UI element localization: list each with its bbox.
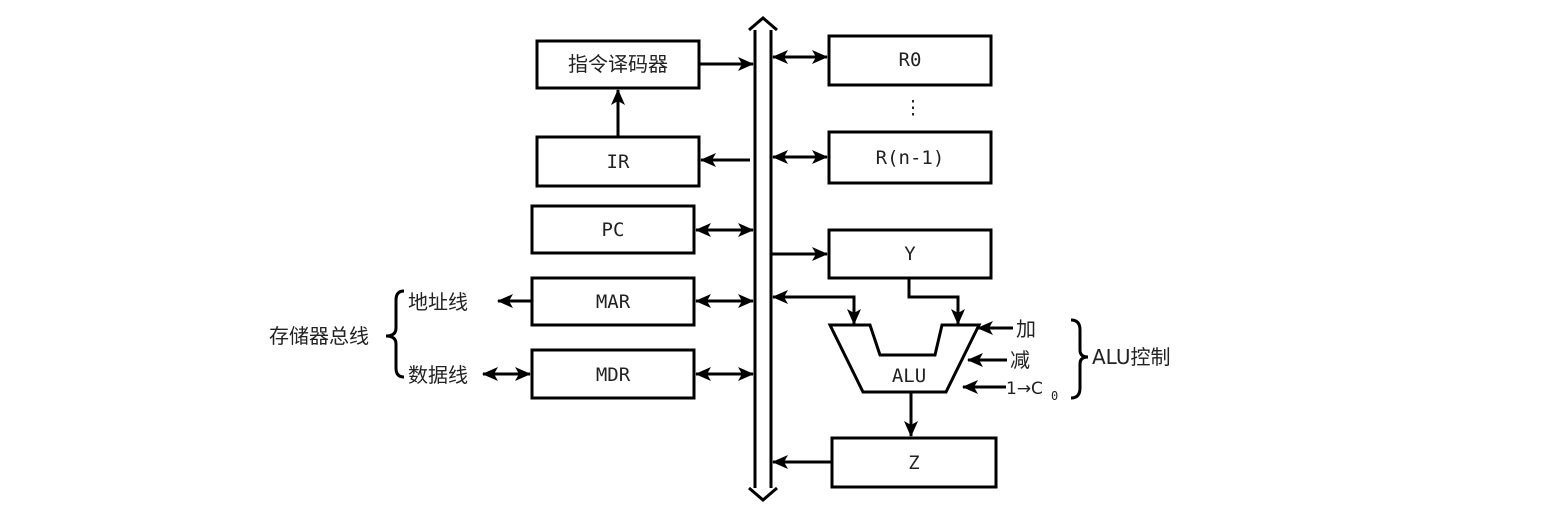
rn1-register-box: R(n-1): [827, 130, 993, 185]
mar-register-box: MAR: [530, 276, 696, 327]
instruction-decoder-label: 指令译码器: [568, 52, 668, 76]
memory-bus-label: 存储器总线: [269, 324, 369, 348]
ir-label: IR: [607, 151, 630, 173]
alu-control-brace: [1070, 318, 1089, 400]
rn1-label: R(n-1): [876, 147, 945, 169]
ir-register-box: IR: [535, 135, 701, 188]
carry-in-label: 1→C: [1006, 379, 1043, 399]
internal-bus: [748, 16, 778, 502]
r0-label: R0: [899, 49, 922, 71]
r0-register-box: R0: [827, 34, 993, 87]
mdr-register-box: MDR: [530, 348, 696, 400]
instruction-decoder-box: 指令译码器: [535, 39, 701, 90]
memory-bus-brace: [385, 289, 405, 379]
carry-subscript: 0: [1051, 389, 1058, 403]
add-label: 加: [1016, 317, 1036, 341]
bus-alu-input-path: [773, 295, 856, 322]
alu-unit: ALU: [827, 323, 982, 394]
z-label: Z: [908, 452, 919, 474]
y-label: Y: [904, 243, 916, 265]
data-line-label: 数据线: [408, 363, 468, 387]
alu-label: ALU: [892, 365, 926, 387]
alu-control-label: ALU控制: [1092, 345, 1170, 369]
y-to-alu-path: [907, 278, 960, 305]
y-register-box: Y: [827, 228, 993, 280]
mdr-label: MDR: [596, 364, 631, 386]
pc-register-box: PC: [530, 204, 696, 255]
pc-label: PC: [602, 219, 625, 241]
z-register-box: Z: [830, 436, 998, 489]
register-ellipsis: ⋮: [904, 97, 923, 119]
subtract-label: 减: [1010, 348, 1030, 372]
mar-label: MAR: [596, 291, 631, 313]
address-line-label: 地址线: [408, 290, 468, 314]
